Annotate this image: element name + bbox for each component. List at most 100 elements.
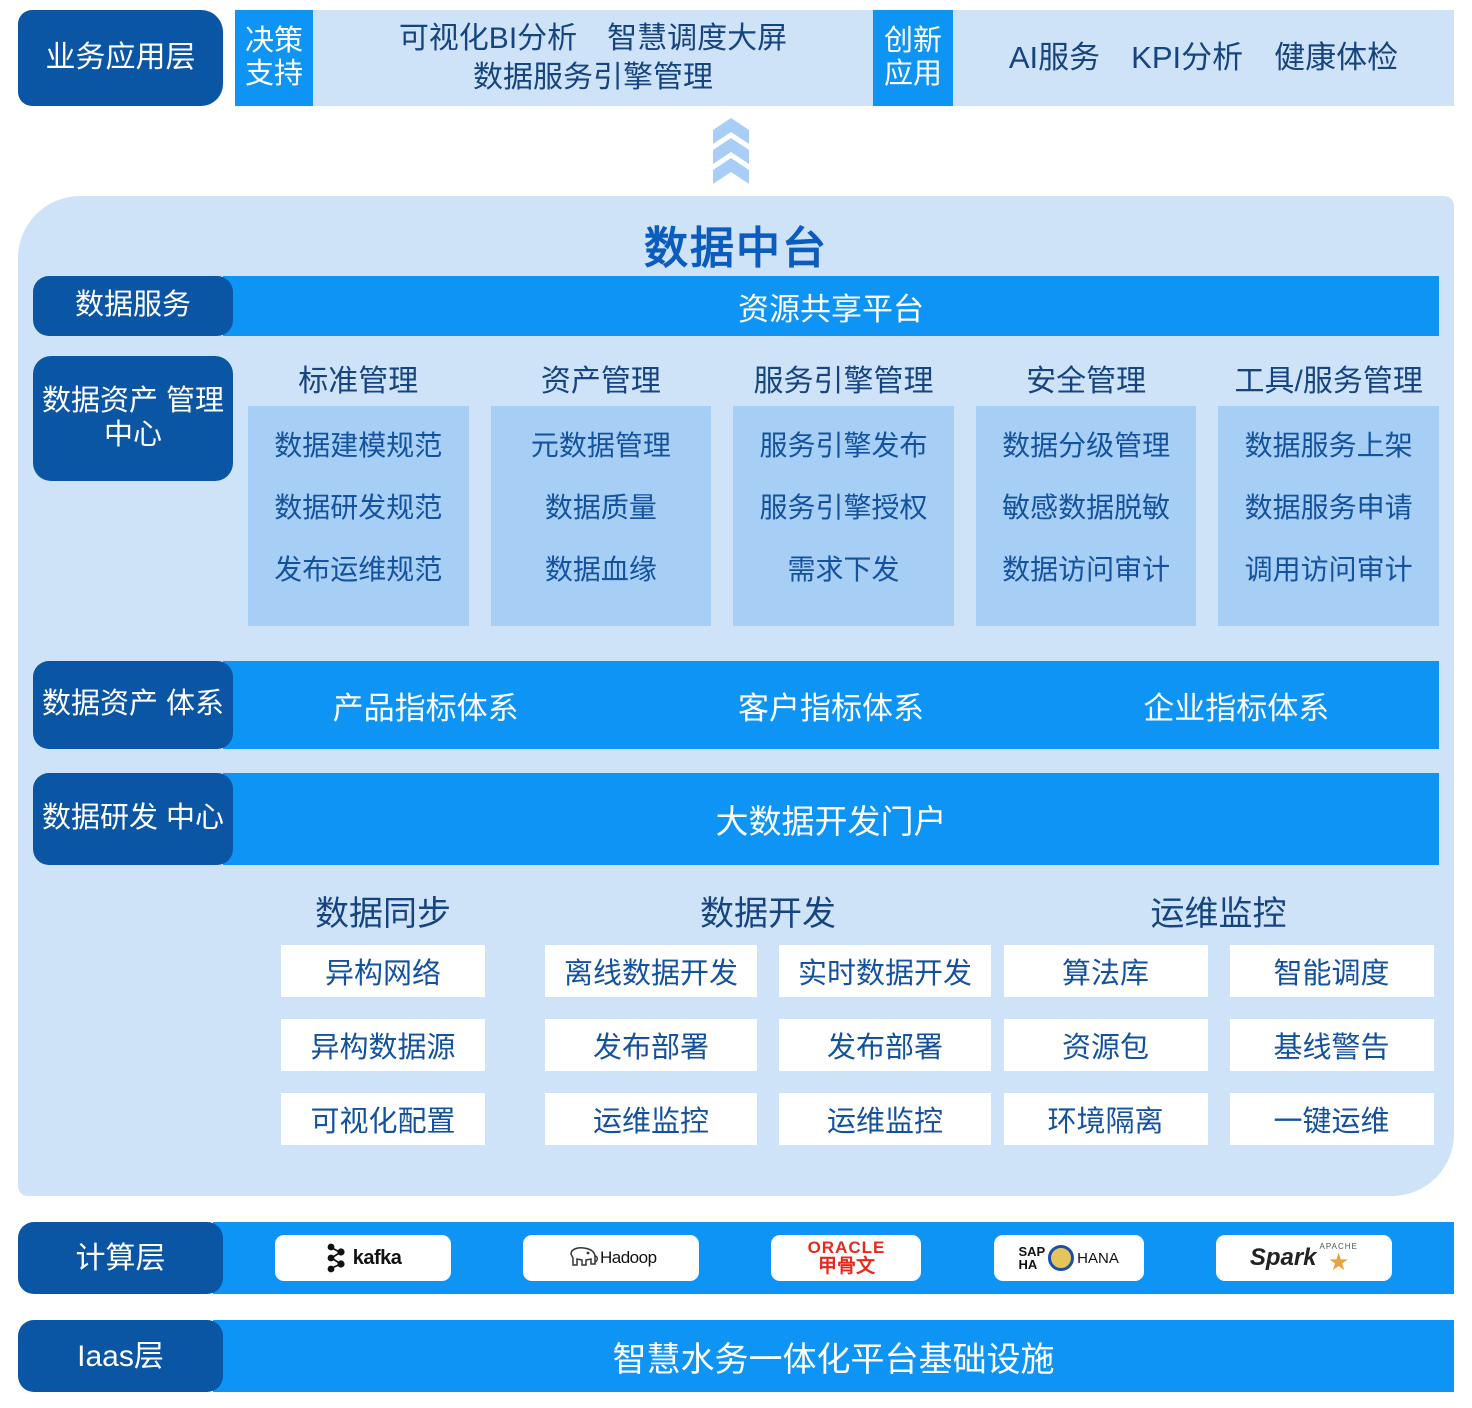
business-layer-content: 决策 支持 可视化BI分析 智慧调度大屏 数据服务引擎管理 创新 应用 AI服务… [235, 10, 1454, 106]
asset-system-item[interactable]: 产品指标体系 [332, 690, 519, 726]
dev-group-data-sync: 数据同步 异构网络 异构数据源 可视化配置 [233, 886, 533, 1145]
compute-layer-label: 计算层 [18, 1222, 223, 1294]
rd-center-label: 数据研发 中心 [33, 773, 233, 865]
dev-box[interactable]: 可视化配置 [281, 1093, 485, 1145]
dev-box[interactable]: 资源包 [1003, 1019, 1208, 1071]
asset-item[interactable]: 发布运维规范 [274, 554, 443, 585]
dev-box[interactable]: 运维监控 [545, 1093, 757, 1145]
rd-center-label-line2: 中心 [166, 802, 225, 835]
asset-item[interactable]: 服务引擎授权 [759, 492, 928, 523]
dev-box[interactable]: 一键运维 [1229, 1093, 1434, 1145]
asset-column-tool-service: 工具/服务管理 数据服务上架 数据服务申请 调用访问审计 [1218, 356, 1439, 626]
asset-system-item[interactable]: 企业指标体系 [1143, 690, 1330, 726]
asset-item[interactable]: 数据研发规范 [274, 492, 443, 523]
dev-box[interactable]: 发布部署 [545, 1019, 757, 1071]
dev-group-data-development: 数据开发 离线数据开发 发布部署 运维监控 实时数据开发 发布部署 运维监控 [533, 886, 1003, 1145]
asset-item[interactable]: 需求下发 [787, 554, 900, 585]
dev-box[interactable]: 算法库 [1003, 945, 1208, 997]
asset-column-title: 服务引擎管理 [753, 365, 934, 398]
decision-support-line2: 支持 [244, 58, 303, 90]
asset-column-card: 元数据管理 数据质量 数据血缘 [490, 406, 712, 626]
asset-center-label-line2: 管理中心 [103, 385, 225, 451]
hadoop-elephant-icon [570, 1247, 598, 1266]
asset-column-card: 数据分级管理 敏感数据脱敏 数据访问审计 [975, 406, 1197, 626]
rd-center-row: 数据研发 中心 大数据开发门户 [33, 773, 1439, 865]
asset-system-item[interactable]: 客户指标体系 [737, 690, 924, 726]
iaas-layer-label: Iaas层 [18, 1320, 223, 1392]
asset-column-title: 工具/服务管理 [1234, 365, 1423, 398]
sap-hana-logo[interactable]: SAP HA HANA [993, 1235, 1144, 1281]
data-service-bar: 资源共享平台 [223, 276, 1439, 336]
decision-support-items-line1: 可视化BI分析 智慧调度大屏 [398, 22, 788, 55]
spark-label: Spark [1249, 1244, 1317, 1271]
asset-column-standard: 标准管理 数据建模规范 数据研发规范 发布运维规范 [248, 356, 469, 626]
asset-item[interactable]: 元数据管理 [530, 430, 671, 461]
asset-center-row: 数据资产 管理中心 标准管理 数据建模规范 数据研发规范 发布运维规范 资产管理 [33, 356, 1439, 641]
upward-arrow-icon [713, 118, 749, 184]
asset-column-service-engine: 服务引擎管理 服务引擎发布 服务引擎授权 需求下发 [733, 356, 954, 626]
data-service-row: 数据服务 资源共享平台 [33, 276, 1439, 336]
asset-center-label-line1: 数据资产 [41, 385, 158, 418]
asset-item[interactable]: 数据分级管理 [1002, 430, 1171, 461]
dev-groups: 数据同步 异构网络 异构数据源 可视化配置 数据开发 离线数据开发 发布部署 运… [233, 886, 1434, 1145]
asset-item[interactable]: 数据建模规范 [274, 430, 443, 461]
asset-column-asset: 资产管理 元数据管理 数据质量 数据血缘 [490, 356, 712, 626]
asset-center-label: 数据资产 管理中心 [33, 356, 233, 481]
asset-item[interactable]: 数据服务申请 [1244, 492, 1413, 523]
spark-star-icon: ★ [1327, 1248, 1350, 1276]
asset-system-label: 数据资产 体系 [33, 661, 233, 749]
dev-box[interactable]: 基线警告 [1229, 1019, 1434, 1071]
dev-box[interactable]: 离线数据开发 [545, 945, 757, 997]
decision-support-tag: 决策 支持 [235, 10, 313, 106]
kafka-logo[interactable]: kafka [275, 1235, 452, 1281]
dev-box[interactable]: 实时数据开发 [779, 945, 991, 997]
asset-column-title: 标准管理 [298, 365, 419, 398]
dev-group-title: 数据开发 [700, 895, 836, 933]
innovation-app-items: AI服务 KPI分析 健康体检 [953, 10, 1454, 106]
asset-column-card: 数据服务上架 数据服务申请 调用访问审计 [1218, 406, 1439, 626]
asset-column-title: 安全管理 [1026, 365, 1147, 398]
asset-item[interactable]: 数据访问审计 [1002, 554, 1171, 585]
oracle-label-en: ORACLE [807, 1238, 886, 1258]
asset-item[interactable]: 敏感数据脱敏 [1002, 492, 1171, 523]
hadoop-logo[interactable]: Hadoop [523, 1235, 700, 1281]
hadoop-label: Hadoop [600, 1248, 657, 1267]
kafka-mark-icon [327, 1243, 345, 1273]
asset-item[interactable]: 服务引擎发布 [759, 430, 928, 461]
asset-system-label-line1: 数据资产 [41, 688, 158, 721]
asset-column-card: 服务引擎发布 服务引擎授权 需求下发 [733, 406, 954, 626]
compute-layer-bar: kafka Hadoop ORACLE 甲骨文 SA [213, 1222, 1454, 1294]
asset-item[interactable]: 调用访问审计 [1244, 554, 1413, 585]
oracle-logo[interactable]: ORACLE 甲骨文 [771, 1235, 922, 1281]
oracle-label-cn: 甲骨文 [817, 1255, 875, 1277]
iaas-layer-bar: 智慧水务一体化平台基础设施 [213, 1320, 1454, 1392]
asset-center-columns: 标准管理 数据建模规范 数据研发规范 发布运维规范 资产管理 元数据管理 数据质… [248, 356, 1439, 626]
decision-support-items: 可视化BI分析 智慧调度大屏 数据服务引擎管理 [313, 10, 873, 106]
innovation-app-line1: 创新 [883, 24, 942, 57]
dev-box[interactable]: 智能调度 [1229, 945, 1434, 997]
platform-title: 数据中台 [644, 224, 828, 273]
dev-box[interactable]: 异构网络 [281, 945, 485, 997]
dev-box[interactable]: 发布部署 [779, 1019, 991, 1071]
dev-box[interactable]: 环境隔离 [1003, 1093, 1208, 1145]
dev-group-ops-monitoring: 运维监控 算法库 资源包 环境隔离 智能调度 基线警告 一键运维 [1003, 886, 1434, 1145]
innovation-app-tag: 创新 应用 [873, 10, 953, 106]
decision-support-items-line2: 数据服务引擎管理 [472, 61, 713, 94]
asset-item[interactable]: 数据服务上架 [1244, 430, 1413, 461]
asset-column-title: 资产管理 [540, 365, 661, 398]
business-application-layer: 业务应用层 决策 支持 可视化BI分析 智慧调度大屏 数据服务引擎管理 创新 应… [18, 10, 1454, 106]
asset-column-security: 安全管理 数据分级管理 敏感数据脱敏 数据访问审计 [975, 356, 1197, 626]
innovation-app-items-line1: AI服务 KPI分析 健康体检 [1008, 39, 1399, 75]
rd-center-label-line1: 数据研发 [41, 802, 158, 835]
innovation-app-line2: 应用 [883, 58, 942, 90]
sap-label: SAP [1018, 1244, 1046, 1259]
hana-label: HANA [1077, 1249, 1119, 1267]
spark-logo[interactable]: Spark APACHE ★ [1215, 1235, 1392, 1281]
dev-box[interactable]: 异构数据源 [281, 1019, 485, 1071]
dev-box[interactable]: 运维监控 [779, 1093, 991, 1145]
hana-magnifier-icon [1048, 1245, 1075, 1271]
asset-item[interactable]: 数据质量 [544, 492, 657, 523]
asset-item[interactable]: 数据血缘 [544, 554, 657, 585]
asset-system-label-line2: 体系 [166, 688, 225, 721]
